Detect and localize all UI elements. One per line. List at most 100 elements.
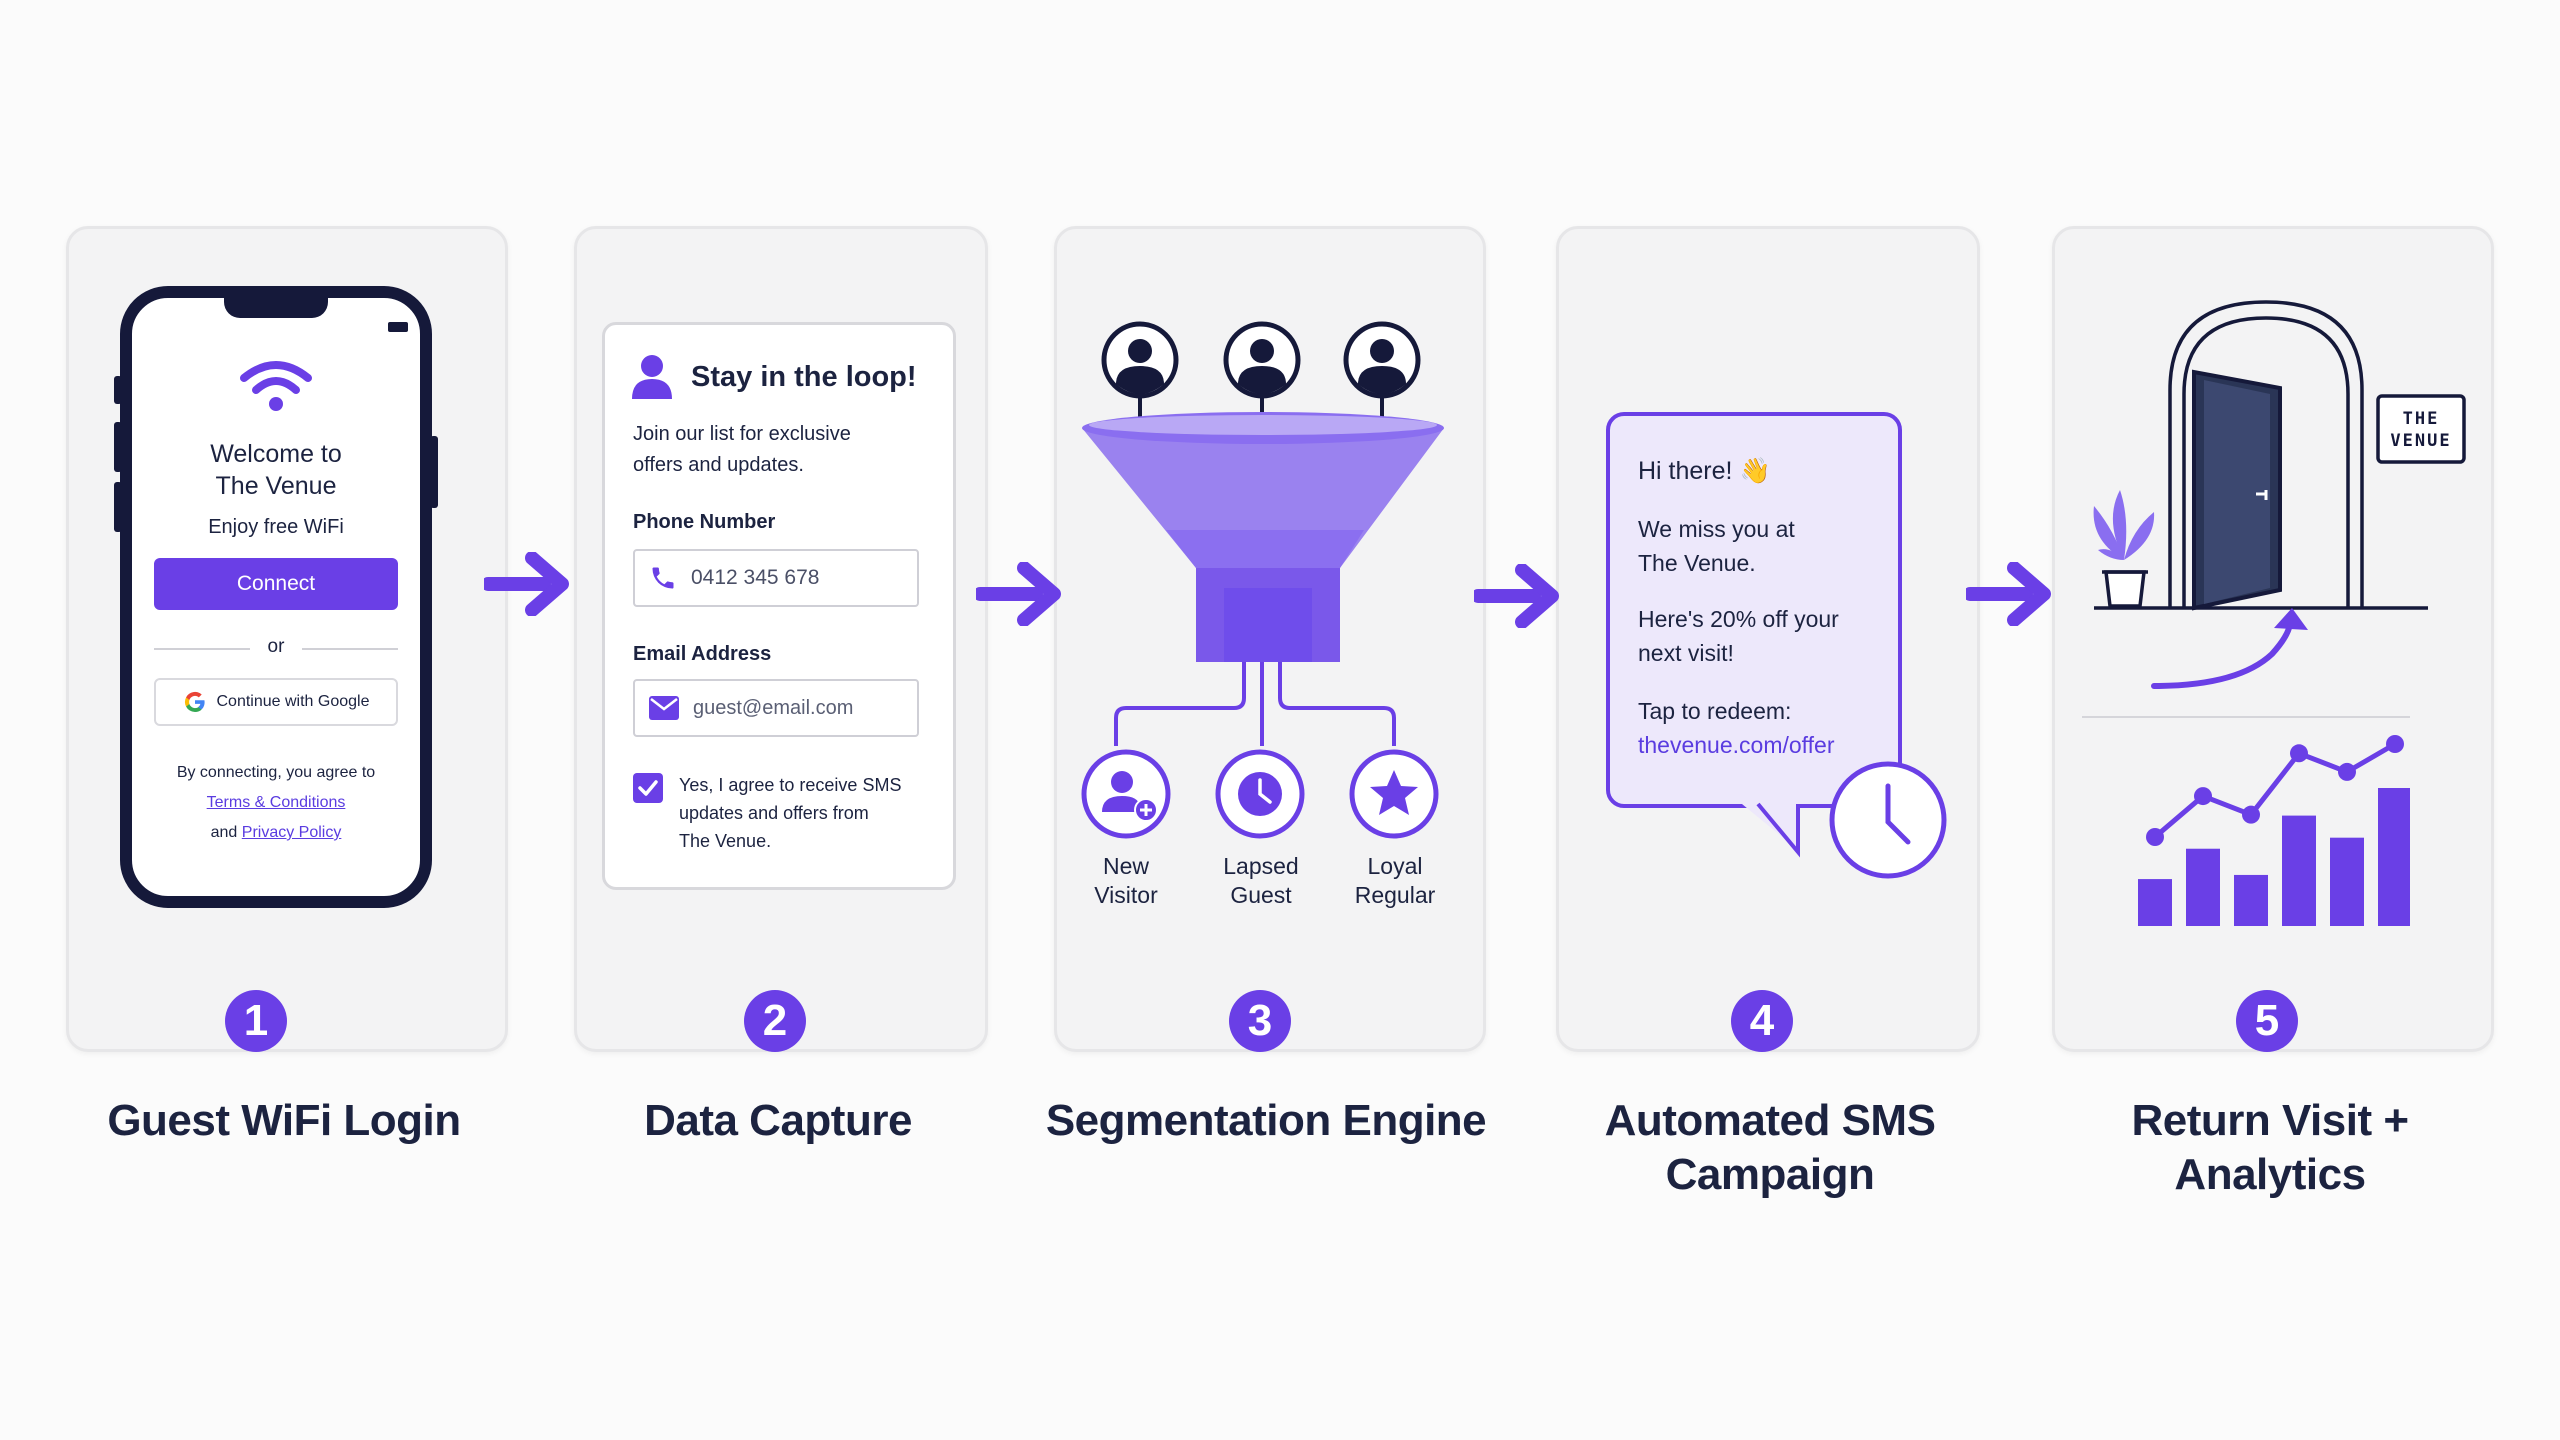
trend-point [2146,828,2164,846]
intro-line: offers and updates. [633,454,804,476]
step-badge-3: 3 [1229,990,1291,1052]
sms-line: Tap to redeem: [1638,698,1792,724]
bubble-tail [1742,802,1800,858]
segment-label-loyal: Loyal Regular [1325,852,1465,910]
email-label: Email Address [633,643,772,665]
phone-side-button [114,482,122,532]
welcome-line-2: The Venue [215,472,337,500]
venue-sign-text: THE VENUE [2378,408,2464,452]
branch-connectors [1114,662,1396,746]
sms-offer: Here's 20% off your next visit! [1638,602,1839,670]
analytics-bar [2186,848,2220,926]
google-label: Continue with Google [216,693,370,710]
sms-line: We miss you at [1638,516,1795,542]
consent-text: Yes, I agree to receive SMS updates and … [679,771,901,855]
step-title-1: Guest WiFi Login [107,1096,461,1145]
sms-greeting: Hi there! 👋 [1638,454,1771,488]
sign-line: VENUE [2390,431,2452,451]
consent-checkbox[interactable] [633,773,663,803]
return-arrow-icon [2151,619,2293,689]
legal-line: By connecting, you agree to [176,764,376,781]
clock-icon [1829,761,1947,879]
step-badge-4: 4 [1731,990,1793,1052]
segment-line: Visitor [1094,882,1158,908]
person-icon [1101,321,1179,418]
welcome-title: Welcome to The Venue [132,438,420,502]
form-heading: Stay in the loop! [691,361,917,393]
segment-line: New [1102,853,1149,879]
analytics-bar [2234,874,2268,926]
new-visitor-icon [1081,749,1171,839]
step-badge-1: 1 [225,990,287,1052]
arrow-right-icon [976,562,1061,626]
analytics-chart [2138,735,2410,926]
user-icon [632,355,672,399]
arrow-right-icon [484,552,569,616]
battery-icon [388,322,408,332]
sms-line: Here's 20% off your [1638,606,1839,632]
welcome-line-1: Welcome to [210,440,342,468]
segment-line: Loyal [1367,853,1423,879]
trend-point [2290,744,2308,763]
privacy-link[interactable]: Privacy Policy [241,824,342,841]
plant-icon [2093,490,2155,608]
signup-form: Stay in the loop! Join our list for excl… [602,322,956,890]
person-icon [1223,321,1301,418]
analytics-bar [2330,837,2364,926]
analytics-bar [2138,879,2172,926]
mail-icon [649,696,679,720]
phone-side-button [114,376,122,404]
consent-line: Yes, I agree to receive SMS [679,775,902,795]
email-placeholder: guest@email.com [693,696,854,719]
sms-line: The Venue. [1638,550,1756,576]
clock-icon [1215,749,1305,839]
phone-value: 0412 345 678 [691,566,820,589]
star-icon [1349,749,1439,839]
divider [2082,716,2410,718]
connect-button[interactable]: Connect [154,558,398,610]
trend-point [2338,762,2356,781]
step-title-5: Return Visit + Analytics [2131,1096,2409,1199]
segment-line: Lapsed [1223,853,1299,879]
google-icon [184,691,205,712]
or-divider: or [154,636,398,658]
greeting-text: Hi there! [1638,457,1733,485]
phone-mockup: Welcome to The Venue Enjoy free WiFi Con… [120,286,432,908]
phone-side-button [430,436,438,508]
step-title-4: Automated SMS Campaign [1604,1096,1936,1199]
sms-redeem: Tap to redeem: thevenue.com/offer [1638,694,1834,762]
email-field[interactable]: guest@email.com [633,679,919,737]
consent-line: updates and offers from [679,803,869,823]
segmentation-funnel [1081,321,1444,839]
sms-bubble: Hi there! 👋 We miss you at The Venue. He… [1606,412,1902,808]
phone-icon [652,567,674,589]
trend-line [2153,741,2397,839]
phone-field[interactable]: 0412 345 678 [633,549,919,607]
step-title-2: Data Capture [644,1096,912,1145]
phone-notch [224,296,328,318]
step-card-5 [2052,226,2494,1052]
sms-line: next visit! [1638,640,1734,666]
wave-icon: 👋 [1739,457,1771,485]
archway-icon [2168,300,2364,608]
venue-sign [2376,394,2466,464]
arrow-right-icon [1474,564,1559,628]
arrow-right-icon [1966,562,2051,626]
door-icon [2192,369,2282,611]
wifi-icon [240,361,312,411]
person-icon [1343,321,1421,418]
google-signin-button[interactable]: Continue with Google [154,678,398,726]
segment-label-new: New Visitor [1056,852,1196,910]
step-title-3: Segmentation Engine [1045,1096,1487,1145]
checkmark-icon [638,780,658,796]
sms-body: We miss you at The Venue. [1638,512,1795,580]
phone-label: Phone Number [633,511,776,533]
wifi-subtitle: Enjoy free WiFi [208,516,344,538]
trend-point [2242,805,2260,824]
and-label: and [210,824,238,841]
step-badge-5: 5 [2236,990,2298,1052]
terms-link[interactable]: Terms & Conditions [206,794,346,811]
redeem-link[interactable]: thevenue.com/offer [1638,732,1835,758]
trend-point [2194,787,2212,806]
intro-line: Join our list for exclusive [633,423,851,445]
